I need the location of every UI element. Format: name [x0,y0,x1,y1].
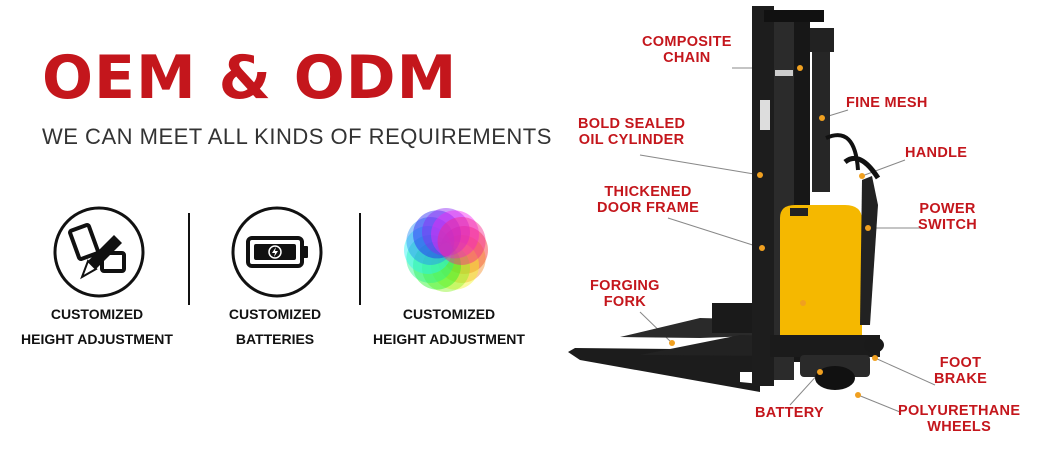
callout-line: THICKENED [604,184,692,200]
feature-line-2: HEIGHT ADJUSTMENT [21,331,173,347]
callout-line: CHAIN [663,50,711,66]
stacker-illustration [568,6,936,413]
color-petal [437,217,486,265]
color-wheel-icon [404,208,488,292]
callout-line: HANDLE [905,145,968,161]
callout-line: COMPOSITE [642,34,732,50]
callout-line: POWER [919,201,976,217]
callout-line: BOLD SEALED [578,116,686,132]
callout-fine-mesh: FINE MESH [846,95,928,111]
battery-icon [231,206,323,298]
callout-line: DOOR FRAME [597,200,700,216]
callout-line: BATTERY [755,405,824,421]
feature-label: CUSTOMIZED BATTERIES [190,302,360,352]
callout-foot-brake: FOOT BRAKE [934,355,987,387]
callout-line: SWITCH [918,217,977,233]
callout-forging-fork: FORGING FORK [590,278,660,310]
callout-line: FORGING [590,278,660,294]
feature-line-1: CUSTOMIZED [228,306,322,322]
callout-battery: BATTERY [755,405,824,421]
callout-line: WHEELS [927,419,992,435]
callout-door-frame: THICKENED DOOR FRAME [597,184,699,216]
page-subtitle: WE CAN MEET ALL KINDS OF REQUIREMENTS [42,124,552,149]
callout-oil-cylinder: BOLD SEALED OIL CYLINDER [578,116,685,148]
feature-line-2: BATTERIES [235,331,315,347]
pencil-ruler-icon [53,206,145,298]
callout-line: POLYURETHANE [898,403,1021,419]
callout-composite-chain: COMPOSITE CHAIN [642,34,732,66]
callout-polyurethane-wheels: POLYURETHANE WHEELS [898,403,1020,435]
feature-line-1: CUSTOMIZED [50,306,144,322]
page-title: OEM & ODM [42,43,458,113]
callout-line: FINE MESH [846,95,928,111]
callout-handle: HANDLE [905,145,967,161]
feature-line-2: HEIGHT ADJUSTMENT [373,331,525,347]
divider [359,213,361,305]
feature-label: CUSTOMIZED HEIGHT ADJUSTMENT [12,302,182,352]
feature-label: CUSTOMIZED HEIGHT ADJUSTMENT [364,302,534,352]
callout-line: OIL CYLINDER [578,132,685,148]
callout-line: FOOT [939,355,982,371]
divider [188,213,190,305]
callout-power-switch: POWER SWITCH [918,201,977,233]
callout-line: FORK [603,294,647,310]
feature-line-1: CUSTOMIZED [402,306,496,322]
callout-line: BRAKE [934,371,988,387]
